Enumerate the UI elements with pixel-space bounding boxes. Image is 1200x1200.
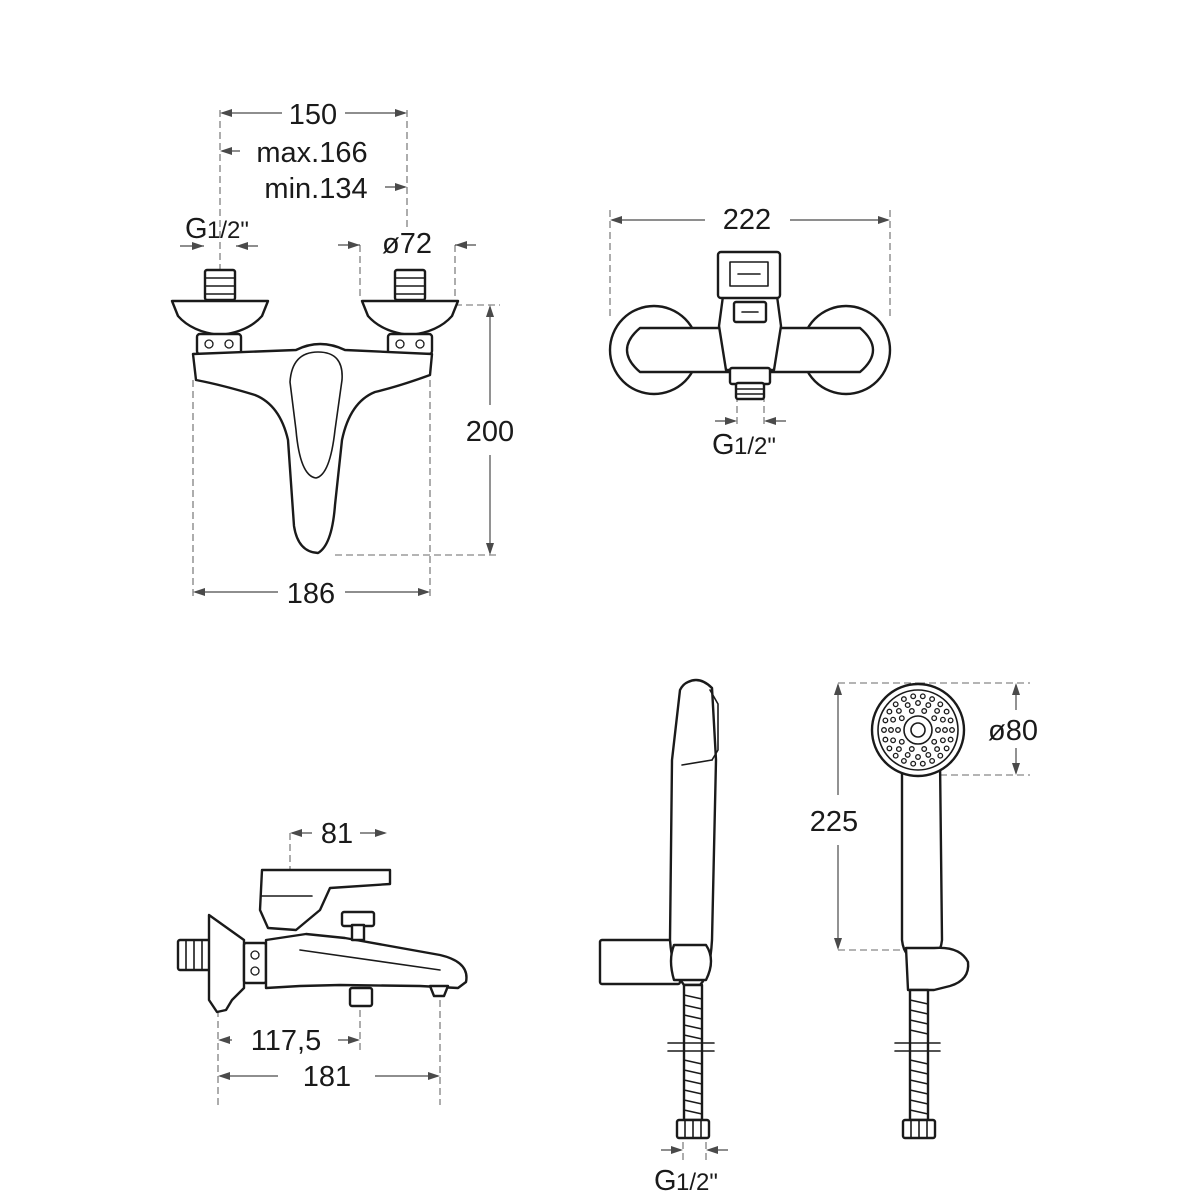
nozzle xyxy=(915,754,921,760)
dim-flange-diameter: ø72 xyxy=(338,228,476,260)
nozzle xyxy=(934,707,941,714)
nozzle xyxy=(931,715,938,722)
nozzle xyxy=(908,746,915,752)
lever-label: 81 xyxy=(321,818,353,850)
nozzle xyxy=(900,757,907,764)
dim-max-label: max.166 xyxy=(256,137,367,169)
hand-shower-front-view: 225 ø80 xyxy=(810,682,1038,1140)
depth-label: 181 xyxy=(303,1061,351,1093)
inlet-thread-g: G xyxy=(185,213,208,245)
dim-depth: 181 xyxy=(218,1061,440,1093)
nozzle xyxy=(890,737,897,744)
nozzle xyxy=(900,696,907,703)
outlet-thread-frac: 1/2" xyxy=(734,433,776,460)
nozzle xyxy=(915,700,921,706)
nozzle xyxy=(892,752,899,759)
dim-width: 186 xyxy=(193,578,430,610)
inlet-thread-frac: 1/2" xyxy=(207,217,249,244)
dim-height: 200 xyxy=(466,305,514,555)
nozzle xyxy=(949,727,955,733)
mixer-front-body xyxy=(170,268,460,555)
nozzle xyxy=(886,745,893,752)
hand-shower-side-body xyxy=(598,678,719,1140)
dim-head-diameter: ø80 xyxy=(988,683,1038,775)
mixer-top-body xyxy=(608,250,892,401)
dim-length: 225 xyxy=(810,683,858,950)
dim-inlet-thread: G 1/2" xyxy=(180,213,258,250)
nozzle xyxy=(937,701,944,708)
nozzle xyxy=(921,746,928,752)
dim-top-width: 222 xyxy=(610,204,890,236)
nozzle xyxy=(929,757,936,764)
height-label: 200 xyxy=(466,416,514,448)
nozzle xyxy=(882,736,889,743)
nozzle xyxy=(888,727,894,733)
dim-max: max.166 xyxy=(220,137,368,169)
nozzle xyxy=(886,708,893,715)
nozzle xyxy=(895,707,902,714)
hose-thread-g: G xyxy=(654,1165,677,1197)
mixer-side-body xyxy=(176,868,468,1014)
nozzle xyxy=(904,702,911,709)
nozzle xyxy=(910,693,917,700)
nozzle xyxy=(919,760,926,767)
nozzle xyxy=(947,717,954,724)
hand-shower-side-view: G 1/2" xyxy=(598,678,728,1197)
nozzle xyxy=(931,738,938,745)
dim-hose-thread: G 1/2" xyxy=(654,1146,728,1197)
flange-diameter-label: ø72 xyxy=(382,228,432,260)
hose-thread-frac: 1/2" xyxy=(676,1169,718,1196)
nozzle xyxy=(925,751,932,758)
nozzle xyxy=(895,727,901,733)
front-view: 150 max.166 min.134 G 1/2" ø72 xyxy=(170,99,514,610)
nozzle xyxy=(943,708,950,715)
head-diameter-label: ø80 xyxy=(988,715,1038,747)
top-view: 222 G 1/2" xyxy=(608,204,892,461)
dim-centers-label: 150 xyxy=(289,99,337,131)
nozzle xyxy=(882,717,889,724)
nozzle xyxy=(910,760,917,767)
top-width-label: 222 xyxy=(723,204,771,236)
dim-centers: 150 xyxy=(220,99,407,131)
width-label: 186 xyxy=(287,578,335,610)
nozzle xyxy=(908,708,915,714)
nozzle xyxy=(898,738,905,745)
nozzle xyxy=(919,693,926,700)
nozzle xyxy=(904,751,911,758)
nozzle xyxy=(942,727,948,733)
dim-min: min.134 xyxy=(264,173,407,205)
dim-outlet-thread: G 1/2" xyxy=(712,417,786,461)
nozzle xyxy=(939,716,946,723)
side-view: 81 117,5 181 xyxy=(176,818,468,1105)
outlet-thread-g: G xyxy=(712,429,735,461)
nozzle xyxy=(895,746,902,753)
nozzle xyxy=(929,696,936,703)
nozzle xyxy=(934,746,941,753)
dim-spout-offset: 117,5 xyxy=(218,1025,360,1057)
nozzle xyxy=(943,745,950,752)
nozzle xyxy=(921,708,928,714)
dim-lever: 81 xyxy=(290,818,387,850)
nozzle xyxy=(890,716,897,723)
hand-shower-front-body xyxy=(870,682,970,1140)
nozzle xyxy=(935,727,941,733)
nozzle xyxy=(898,715,905,722)
nozzle-pattern xyxy=(881,693,955,767)
nozzle xyxy=(925,702,932,709)
nozzle xyxy=(892,701,899,708)
length-label: 225 xyxy=(810,806,858,838)
nozzle xyxy=(947,736,954,743)
spout-offset-label: 117,5 xyxy=(251,1025,321,1057)
dim-min-label: min.134 xyxy=(264,173,367,205)
nozzle xyxy=(881,727,887,733)
nozzle xyxy=(937,752,944,759)
nozzle xyxy=(939,737,946,744)
